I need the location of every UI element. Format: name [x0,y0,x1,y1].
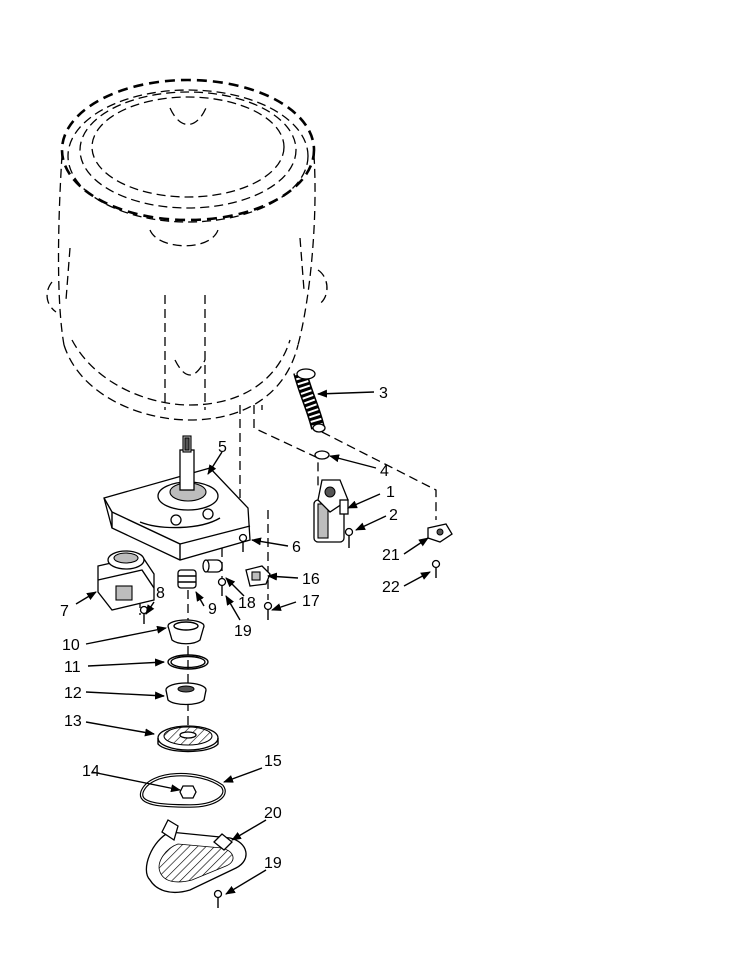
pulley-nut [179,785,197,799]
callout-8: 8 [156,585,165,602]
callout-19: 19 [234,623,252,640]
plate-screw [238,533,248,552]
drive-motor [97,550,155,611]
hose-clamp [314,450,330,460]
callout-6: 6 [292,539,301,556]
pump-screw [344,527,354,548]
shield-screw [213,889,223,908]
drain-hose [293,368,326,433]
capacitor-screw [217,577,227,596]
callout-1: 1 [386,484,395,501]
bracket-screw [431,559,441,578]
callout-2: 2 [389,507,398,524]
callout-4: 4 [380,463,389,480]
callout-3: 3 [379,385,388,402]
switch-screw [263,601,273,620]
motor-screw [139,605,149,624]
callout-14: 14 [82,763,100,780]
drain-pump [313,479,349,543]
retaining-ring [167,654,209,670]
washer-tub-outline [46,78,328,421]
mounting-bracket [427,523,453,543]
callout-19-lower: 19 [264,855,282,872]
callout-20: 20 [264,805,282,822]
callout-7: 7 [60,603,69,620]
gearcase-plate [103,435,251,561]
callout-5: 5 [218,439,227,456]
callout-10: 10 [62,637,80,654]
callout-leaders [75,389,431,895]
callout-16: 16 [302,571,320,588]
capacitor [202,559,223,573]
belt-shield [145,819,247,894]
drive-belt [139,772,226,808]
lid-switch [245,565,271,587]
clutch-cam [165,682,207,706]
coupling-spring [177,569,197,589]
callout-13: 13 [64,713,82,730]
callout-11: 11 [64,659,81,676]
callout-22: 22 [382,579,400,596]
callout-18: 18 [238,595,256,612]
drive-pulley [157,725,219,753]
callout-15: 15 [264,753,282,770]
callout-labels: 3 4 1 2 5 6 16 17 18 19 9 8 7 10 11 12 1… [60,385,400,872]
clutch-hub [167,619,205,645]
callout-17: 17 [302,593,320,610]
callout-21: 21 [382,547,400,564]
callout-9: 9 [208,601,217,618]
callout-12: 12 [64,685,82,702]
